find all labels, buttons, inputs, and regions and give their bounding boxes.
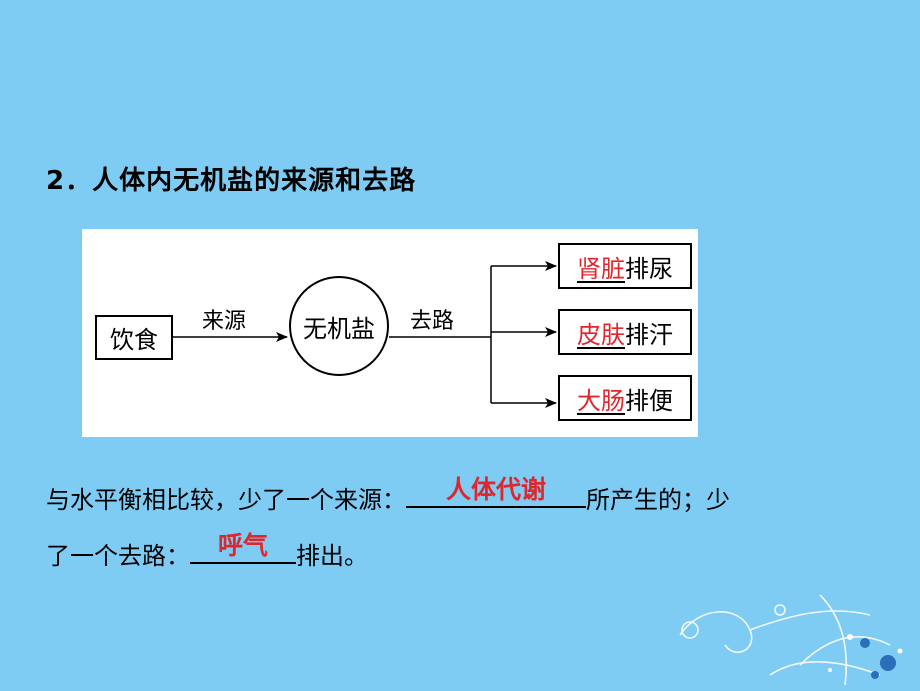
mineral-salt-circle: 无机盐 — [289, 276, 389, 376]
mineral-flow-diagram: 饮食 来源 无机盐 去路 肾脏排尿 皮肤排汗 大肠排便 — [82, 229, 698, 437]
source-label: 来源 — [202, 309, 247, 334]
paragraph-line-2: 了一个去路： 呼气排出。 — [46, 531, 368, 571]
section-heading: 2．人体内无机盐的来源和去路 — [46, 166, 417, 196]
paragraph-line-1: 与水平衡相比较，少了一个来源： 人体代谢 所产生的；少 — [46, 475, 730, 515]
output-skin-box: 皮肤排汗 — [558, 309, 692, 355]
organ-skin: 皮肤 — [577, 320, 625, 349]
route-label: 去路 — [410, 309, 455, 334]
organ-colon: 大肠 — [577, 386, 625, 415]
output-kidney-box: 肾脏排尿 — [558, 243, 692, 289]
decorative-swirl — [679, 594, 903, 686]
action-stool: 排便 — [625, 386, 673, 415]
line1-prefix: 与水平衡相比较，少了一个来源： — [46, 486, 406, 514]
line2-suffix: 排出。 — [296, 542, 368, 570]
diagram-arrows — [173, 261, 557, 408]
organ-kidney: 肾脏 — [577, 254, 625, 283]
answer-blank-1: 人体代谢 — [406, 475, 586, 508]
answer-2: 呼气 — [217, 531, 268, 560]
action-sweat: 排汗 — [625, 320, 673, 349]
answer-blank-2: 呼气 — [190, 531, 296, 564]
line2-prefix: 了一个去路： — [46, 542, 190, 570]
output-colon-box: 大肠排便 — [558, 375, 692, 421]
food-box: 饮食 — [95, 315, 173, 360]
action-urine: 排尿 — [625, 254, 673, 283]
line1-suffix: 所产生的；少 — [586, 486, 730, 514]
answer-1: 人体代谢 — [445, 475, 546, 504]
